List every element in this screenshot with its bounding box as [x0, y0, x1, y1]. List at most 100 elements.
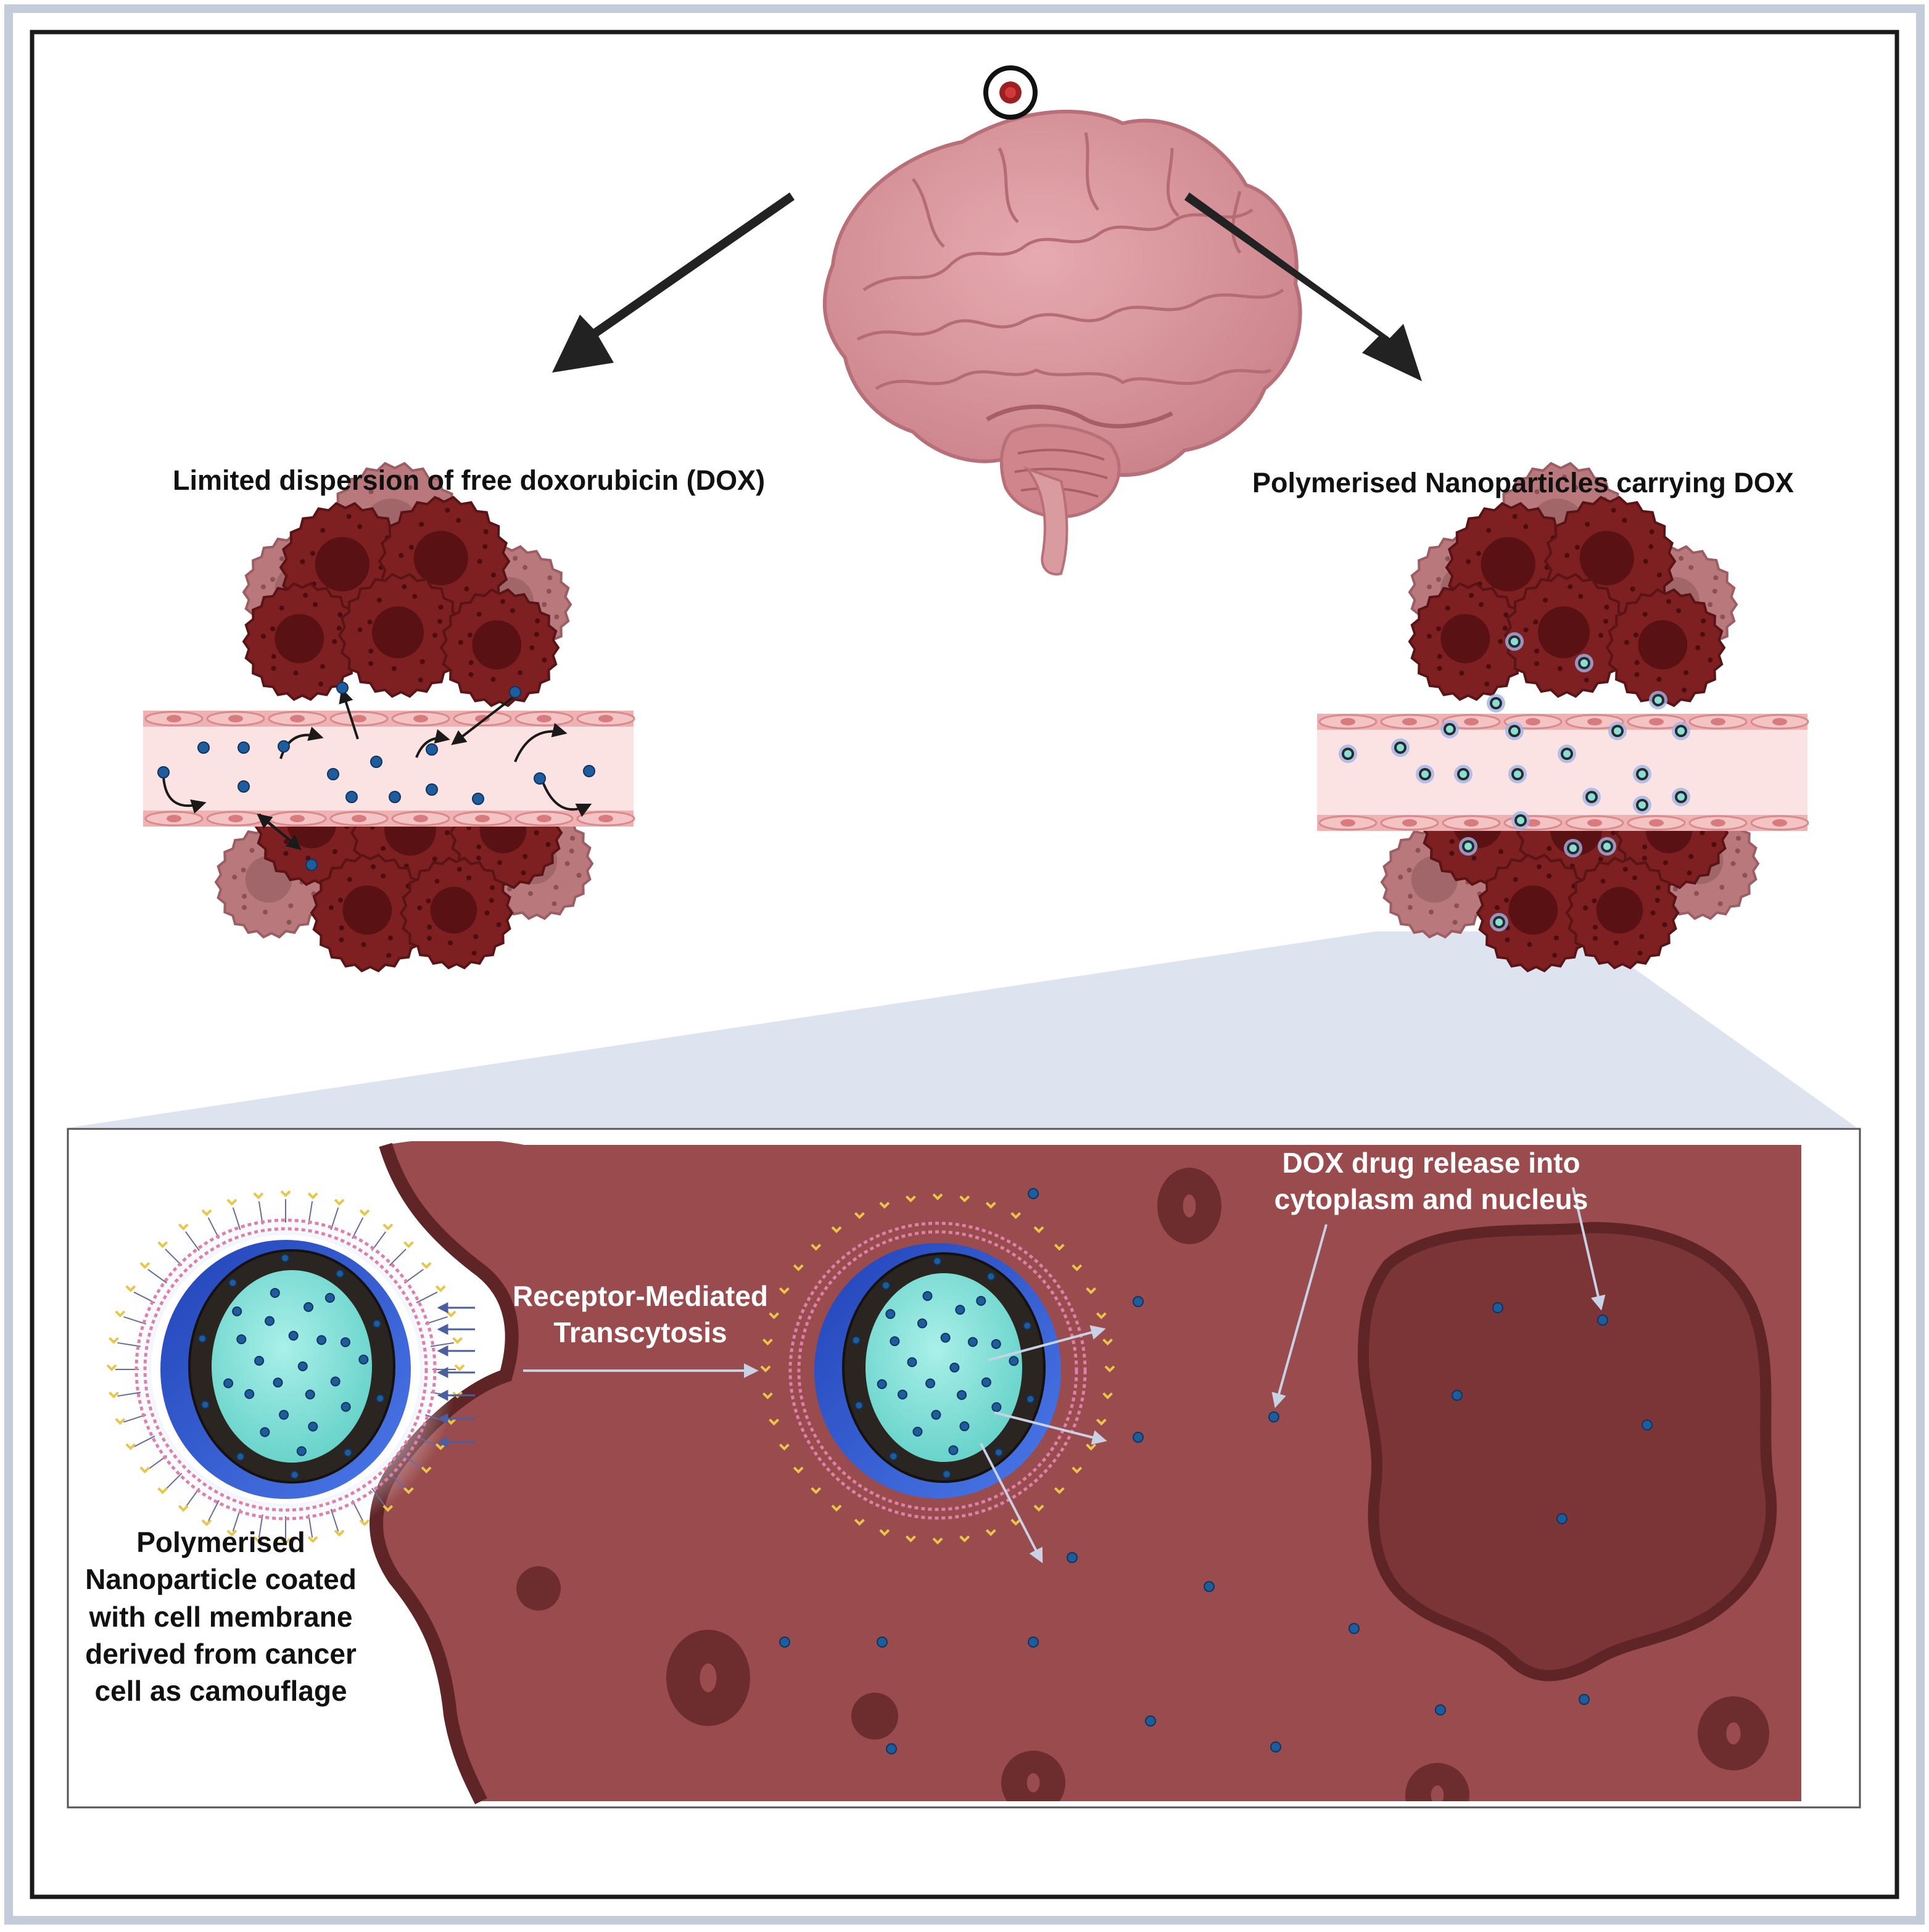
dox-molecule-icon: [1270, 1741, 1281, 1752]
dox-molecule-icon: [376, 1394, 385, 1403]
dox-molecule-icon: [956, 1390, 967, 1400]
tumor-cell: [1503, 572, 1630, 698]
dox-molecule-icon: [327, 768, 339, 780]
dox-molecule-icon: [1145, 1715, 1156, 1727]
nanoparticle-icon: [1454, 765, 1473, 783]
brain-icon: [822, 65, 1302, 576]
dox-molecule-icon: [981, 1377, 991, 1387]
cancer-cell: [376, 1141, 1801, 1801]
dox-molecule-icon: [238, 780, 250, 793]
dox-molecule-icon: [1452, 1390, 1463, 1401]
dox-molecule-icon: [925, 1378, 936, 1389]
dox-molecule-icon: [330, 1376, 341, 1387]
dox-molecule-icon: [877, 1637, 888, 1648]
dox-molecule-icon: [1642, 1419, 1653, 1430]
dox-molecule-icon: [336, 1269, 345, 1278]
dox-molecule-icon: [316, 1335, 327, 1345]
dox-molecule-icon: [290, 1470, 299, 1479]
label-transcytosis: Receptor-Mediated Transcytosis: [512, 1280, 769, 1348]
dox-molecules-vessel: [157, 632, 1690, 931]
dox-molecule-icon: [260, 1427, 270, 1437]
dox-molecule-icon: [959, 1421, 970, 1432]
dox-molecule-icon: [949, 1363, 960, 1373]
nanoparticle-icon: [1608, 722, 1627, 740]
dox-molecule-icon: [898, 1389, 908, 1400]
dox-molecule-icon: [1023, 1321, 1032, 1331]
dox-molecule-icon: [197, 1334, 207, 1344]
nanoparticle-icon: [1490, 913, 1508, 931]
dox-molecule-icon: [1349, 1623, 1360, 1634]
dox-molecule-icon: [254, 1356, 265, 1366]
nanoparticle-icon: [1440, 720, 1459, 738]
blood-vessel-left: [143, 711, 634, 827]
dox-molecule-icon: [1556, 1513, 1568, 1524]
dox-molecule-icon: [232, 1306, 242, 1316]
dox-molecule-icon: [877, 1379, 887, 1389]
dox-molecule-icon: [296, 1446, 307, 1456]
nanoparticle-icon: [1416, 765, 1434, 783]
nanoparticle-icon: [1575, 654, 1593, 672]
dox-molecule-icon: [343, 1448, 352, 1458]
dox-molecule-icon: [912, 1426, 923, 1437]
diffusion-arrows: [162, 688, 592, 851]
nanoparticle-icon: [1649, 691, 1667, 709]
dox-molecule-icon: [200, 1400, 210, 1410]
dox-molecule-icon: [940, 1332, 951, 1343]
organelle: [851, 1693, 898, 1740]
dox-molecule-icon: [1028, 1188, 1039, 1199]
title-free-dox: Limited dispersion of free doxorubicin (…: [173, 464, 766, 496]
dox-molecule-icon: [509, 686, 521, 698]
dox-molecule-icon: [1435, 1704, 1446, 1715]
dox-molecule-icon: [244, 1389, 255, 1399]
dox-molecule-icon: [890, 1336, 900, 1347]
label-nanoparticle: Polymerised Nanoparticle coated with cel…: [85, 1526, 357, 1707]
nanoparticle-icon: [1672, 788, 1690, 806]
tumor-cell: [1408, 582, 1529, 701]
dox-molecule-icon: [265, 1316, 275, 1326]
dox-molecule-icon: [1133, 1296, 1144, 1307]
dox-molecule-icon: [942, 1469, 951, 1479]
vesicle-icon: [760, 1193, 1115, 1545]
dox-molecule-icon: [922, 1290, 933, 1301]
dox-molecule-icon: [345, 791, 358, 803]
dox-molecule-icon: [304, 1302, 314, 1312]
nanoparticle-icon: [1633, 765, 1651, 783]
dox-molecule-icon: [157, 766, 170, 778]
dox-molecule-icon: [933, 1257, 942, 1266]
dox-molecule-icon: [889, 1451, 898, 1461]
dox-molecule-icon: [279, 1410, 289, 1420]
tumor-cell: [399, 856, 514, 970]
dox-molecule-icon: [228, 1278, 238, 1287]
dox-molecule-icon: [854, 1401, 864, 1410]
dox-molecule-icon: [341, 1402, 351, 1412]
tumor-cell: [337, 572, 465, 698]
dox-molecule-icon: [281, 1253, 290, 1263]
nanoparticle-icon: [1508, 765, 1527, 783]
dox-molecule-icon: [238, 741, 250, 754]
dox-molecule-icon: [779, 1637, 790, 1648]
dox-molecule-icon: [1579, 1694, 1590, 1705]
dox-molecule-icon: [197, 741, 210, 754]
dox-molecule-icon: [305, 859, 318, 871]
nanoparticle-icon: [1391, 738, 1410, 757]
dox-molecule-icon: [1067, 1552, 1078, 1563]
dox-molecule-icon: [534, 772, 546, 785]
nanoparticle-icon: [1339, 745, 1357, 763]
tumor-cell: [310, 853, 431, 973]
dox-molecule-icon: [1204, 1581, 1215, 1592]
title-nanoparticles: Polymerised Nanoparticles carrying DOX: [1252, 467, 1794, 498]
nanoparticle-icon: [1582, 788, 1601, 806]
dox-molecule-icon: [308, 1421, 318, 1432]
zoom-fan: [69, 931, 1857, 1128]
tumor-cell: [1605, 588, 1726, 708]
process-arrows: [523, 1187, 1606, 1564]
nanoparticle-icon: [1672, 722, 1690, 740]
dox-molecules-cell: [779, 1188, 1653, 1754]
tumor-marker-icon: [983, 65, 1038, 120]
dox-molecule-icon: [931, 1410, 941, 1420]
dox-molecule-icon: [1133, 1432, 1144, 1443]
dox-molecule-icon: [907, 1357, 917, 1368]
dox-molecule-icon: [340, 1337, 350, 1347]
nanoparticle-icon: [1487, 694, 1505, 712]
dox-molecule-icon: [886, 1743, 897, 1754]
